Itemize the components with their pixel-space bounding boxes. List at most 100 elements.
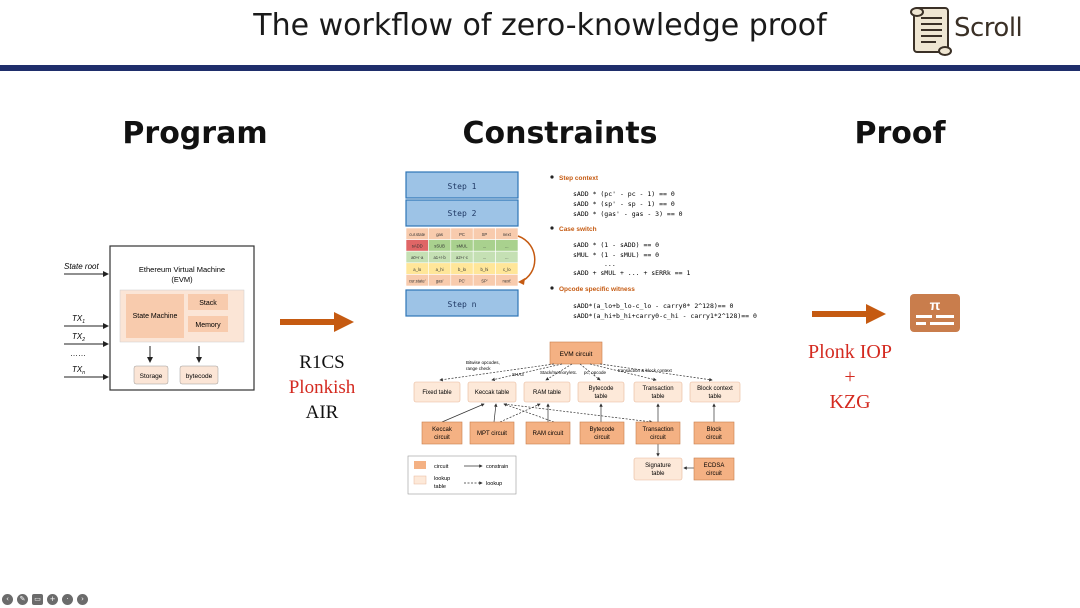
transaction-table-label-2: table	[651, 394, 665, 400]
heading-proof: Proof	[854, 116, 946, 151]
state-machine-box	[126, 294, 184, 338]
edge-label-stack: Stack/memory/etc.	[540, 370, 577, 375]
plonkish-label: Plonkish	[288, 377, 356, 398]
step-1-label: Step 1	[448, 182, 477, 191]
memory-label: Memory	[195, 322, 221, 329]
tx-dots: ……	[70, 349, 86, 358]
evm-subtitle: (EVM)	[171, 275, 193, 284]
case-switch-line-3: ...	[604, 260, 616, 268]
ecdsa-circuit-node	[693, 457, 735, 481]
keccak-circuit-node	[421, 421, 463, 445]
step-grid-cell-text: next'	[502, 278, 511, 283]
block-context-table-label-1: Block context	[697, 386, 733, 392]
bytecode-box	[179, 365, 219, 385]
storage-box	[133, 365, 169, 385]
txn-label: TXn	[72, 365, 85, 376]
r1cs-label: R1CS	[299, 352, 345, 373]
step-n-label: Step n	[448, 300, 477, 309]
step-context-heading: Step context	[559, 175, 599, 182]
step-grid-cell-text: a0+r·a	[411, 255, 424, 260]
ecdsa-circuit-label-2: circuit	[706, 471, 722, 477]
forward-icon[interactable]: ›	[77, 594, 88, 605]
step-grid-cell-text: SP	[482, 232, 488, 237]
fixed-table-node	[413, 381, 461, 403]
tx2-label: TX2	[72, 332, 85, 343]
presentation-toolbar: ‹ ✎ ▭ + · ›	[2, 594, 88, 608]
step-grid-cell-text: b_hi	[480, 267, 488, 272]
step-grid-cell	[495, 274, 519, 287]
transaction-table-node	[633, 381, 683, 403]
legend-circuit-swatch	[414, 461, 426, 469]
evm-circuit-label: EVM circuit	[560, 351, 593, 358]
transaction-circuit-label-1: Transaction	[642, 427, 673, 433]
step-grid-cell-text: ...	[483, 255, 487, 260]
block-context-table-node	[689, 381, 741, 403]
legend-lookup-label: lookup	[486, 481, 502, 487]
transaction-circuit-node	[635, 421, 681, 445]
evm-title: Ethereum Virtual Machine	[139, 265, 225, 274]
tx1-label: TX1	[72, 314, 85, 325]
scroll-logo-icon	[910, 7, 952, 56]
ram-circuit-label: RAM circuit	[533, 431, 564, 437]
step-transition-arrowhead	[518, 278, 525, 285]
pen-icon[interactable]: ✎	[17, 594, 28, 605]
step-context-line-3: sADD * (gas' - gas - 3) == 0	[573, 210, 683, 218]
case-switch-line-2: sMUL * (1 - sMUL) == 0	[573, 251, 659, 259]
heading-constraints: Constraints	[462, 116, 658, 151]
program-to-constraints-arrow	[280, 312, 354, 332]
edge-label-sha3: SHA3	[512, 372, 524, 377]
opcode-witness-line-2: sADD*(a_hi+b_hi+carry0-c_hi - carry1*2^1…	[573, 312, 757, 320]
edge-label-tx-block: transaction & block context	[618, 368, 673, 373]
captions-icon[interactable]: ▭	[32, 594, 43, 605]
step-grid-cell-text: cur.state	[409, 232, 425, 237]
legend-table-swatch	[413, 475, 427, 485]
bytecode-label: bytecode	[186, 373, 213, 380]
step-grid-cell-text: a_lo	[413, 267, 422, 272]
legend-table-label-2: table	[434, 484, 446, 490]
bytecode-circuit-label-1: Bytecode	[589, 427, 615, 433]
case-switch-heading: Case switch	[559, 226, 597, 233]
proof-system-labels: Plonk IOP + KZG	[790, 340, 910, 415]
constraint-equations: Step context sADD * (pc' - pc - 1) == 0 …	[550, 175, 757, 320]
signature-table-label-1: Signature	[645, 463, 671, 469]
plus-label: +	[844, 366, 856, 388]
block-circuit-label-2: circuit	[706, 435, 722, 441]
step-context-line-2: sADD * (sp' - sp - 1) == 0	[573, 200, 675, 208]
step-grid-cell-text: PC	[459, 232, 465, 237]
edge-label-pc-opcode: pc, opcode	[584, 370, 607, 375]
keccak-table-node	[467, 381, 517, 403]
edge-label-bitwise: Bitwise opcodes,	[466, 360, 500, 365]
logo-text: Scroll	[954, 13, 1023, 43]
legend-circuit-label: circuit	[434, 464, 449, 470]
bytecode-circuit-label-2: circuit	[594, 435, 610, 441]
evm-diagram: State root TX1 TX2 …… TXn Ethereum Virtu…	[64, 245, 255, 391]
legend-table-label-1: lookup	[434, 476, 450, 482]
back-icon[interactable]: ‹	[2, 594, 13, 605]
state-root-label: State root	[64, 262, 99, 271]
ecdsa-circuit-label-1: ECDSA	[704, 463, 725, 469]
title-divider	[0, 65, 1080, 71]
stack-label: Stack	[199, 300, 217, 307]
keccak-table-label: Keccak table	[475, 390, 510, 396]
fixed-table-label: Fixed table	[422, 390, 452, 396]
bytecode-circuit-node	[579, 421, 625, 445]
more-icon[interactable]: ·	[62, 594, 73, 605]
keccak-circuit-label-1: Keccak	[432, 427, 453, 433]
step-grid-cell-text: next	[503, 232, 512, 237]
case-switch-line-1: sADD * (1 - sADD) == 0	[573, 241, 659, 249]
transaction-table-label-1: Transaction	[642, 386, 673, 392]
step-grid-cell-text: PC'	[459, 278, 466, 283]
step-context-line-1: sADD * (pc' - pc - 1) == 0	[573, 190, 675, 198]
step-grid-cell-text: a2+r·c	[456, 255, 468, 260]
bytecode-table-node	[577, 381, 625, 403]
signature-table-node	[633, 457, 683, 481]
slide-title: The workflow of zero-knowledge proof	[253, 8, 827, 43]
zoom-icon[interactable]: +	[47, 594, 58, 605]
ram-table-node	[523, 381, 571, 403]
step-grid-cell-text: c_lo	[503, 267, 511, 272]
arithmetization-labels: R1CS Plonkish AIR	[272, 350, 372, 425]
keccak-circuit-label-2: circuit	[434, 435, 450, 441]
